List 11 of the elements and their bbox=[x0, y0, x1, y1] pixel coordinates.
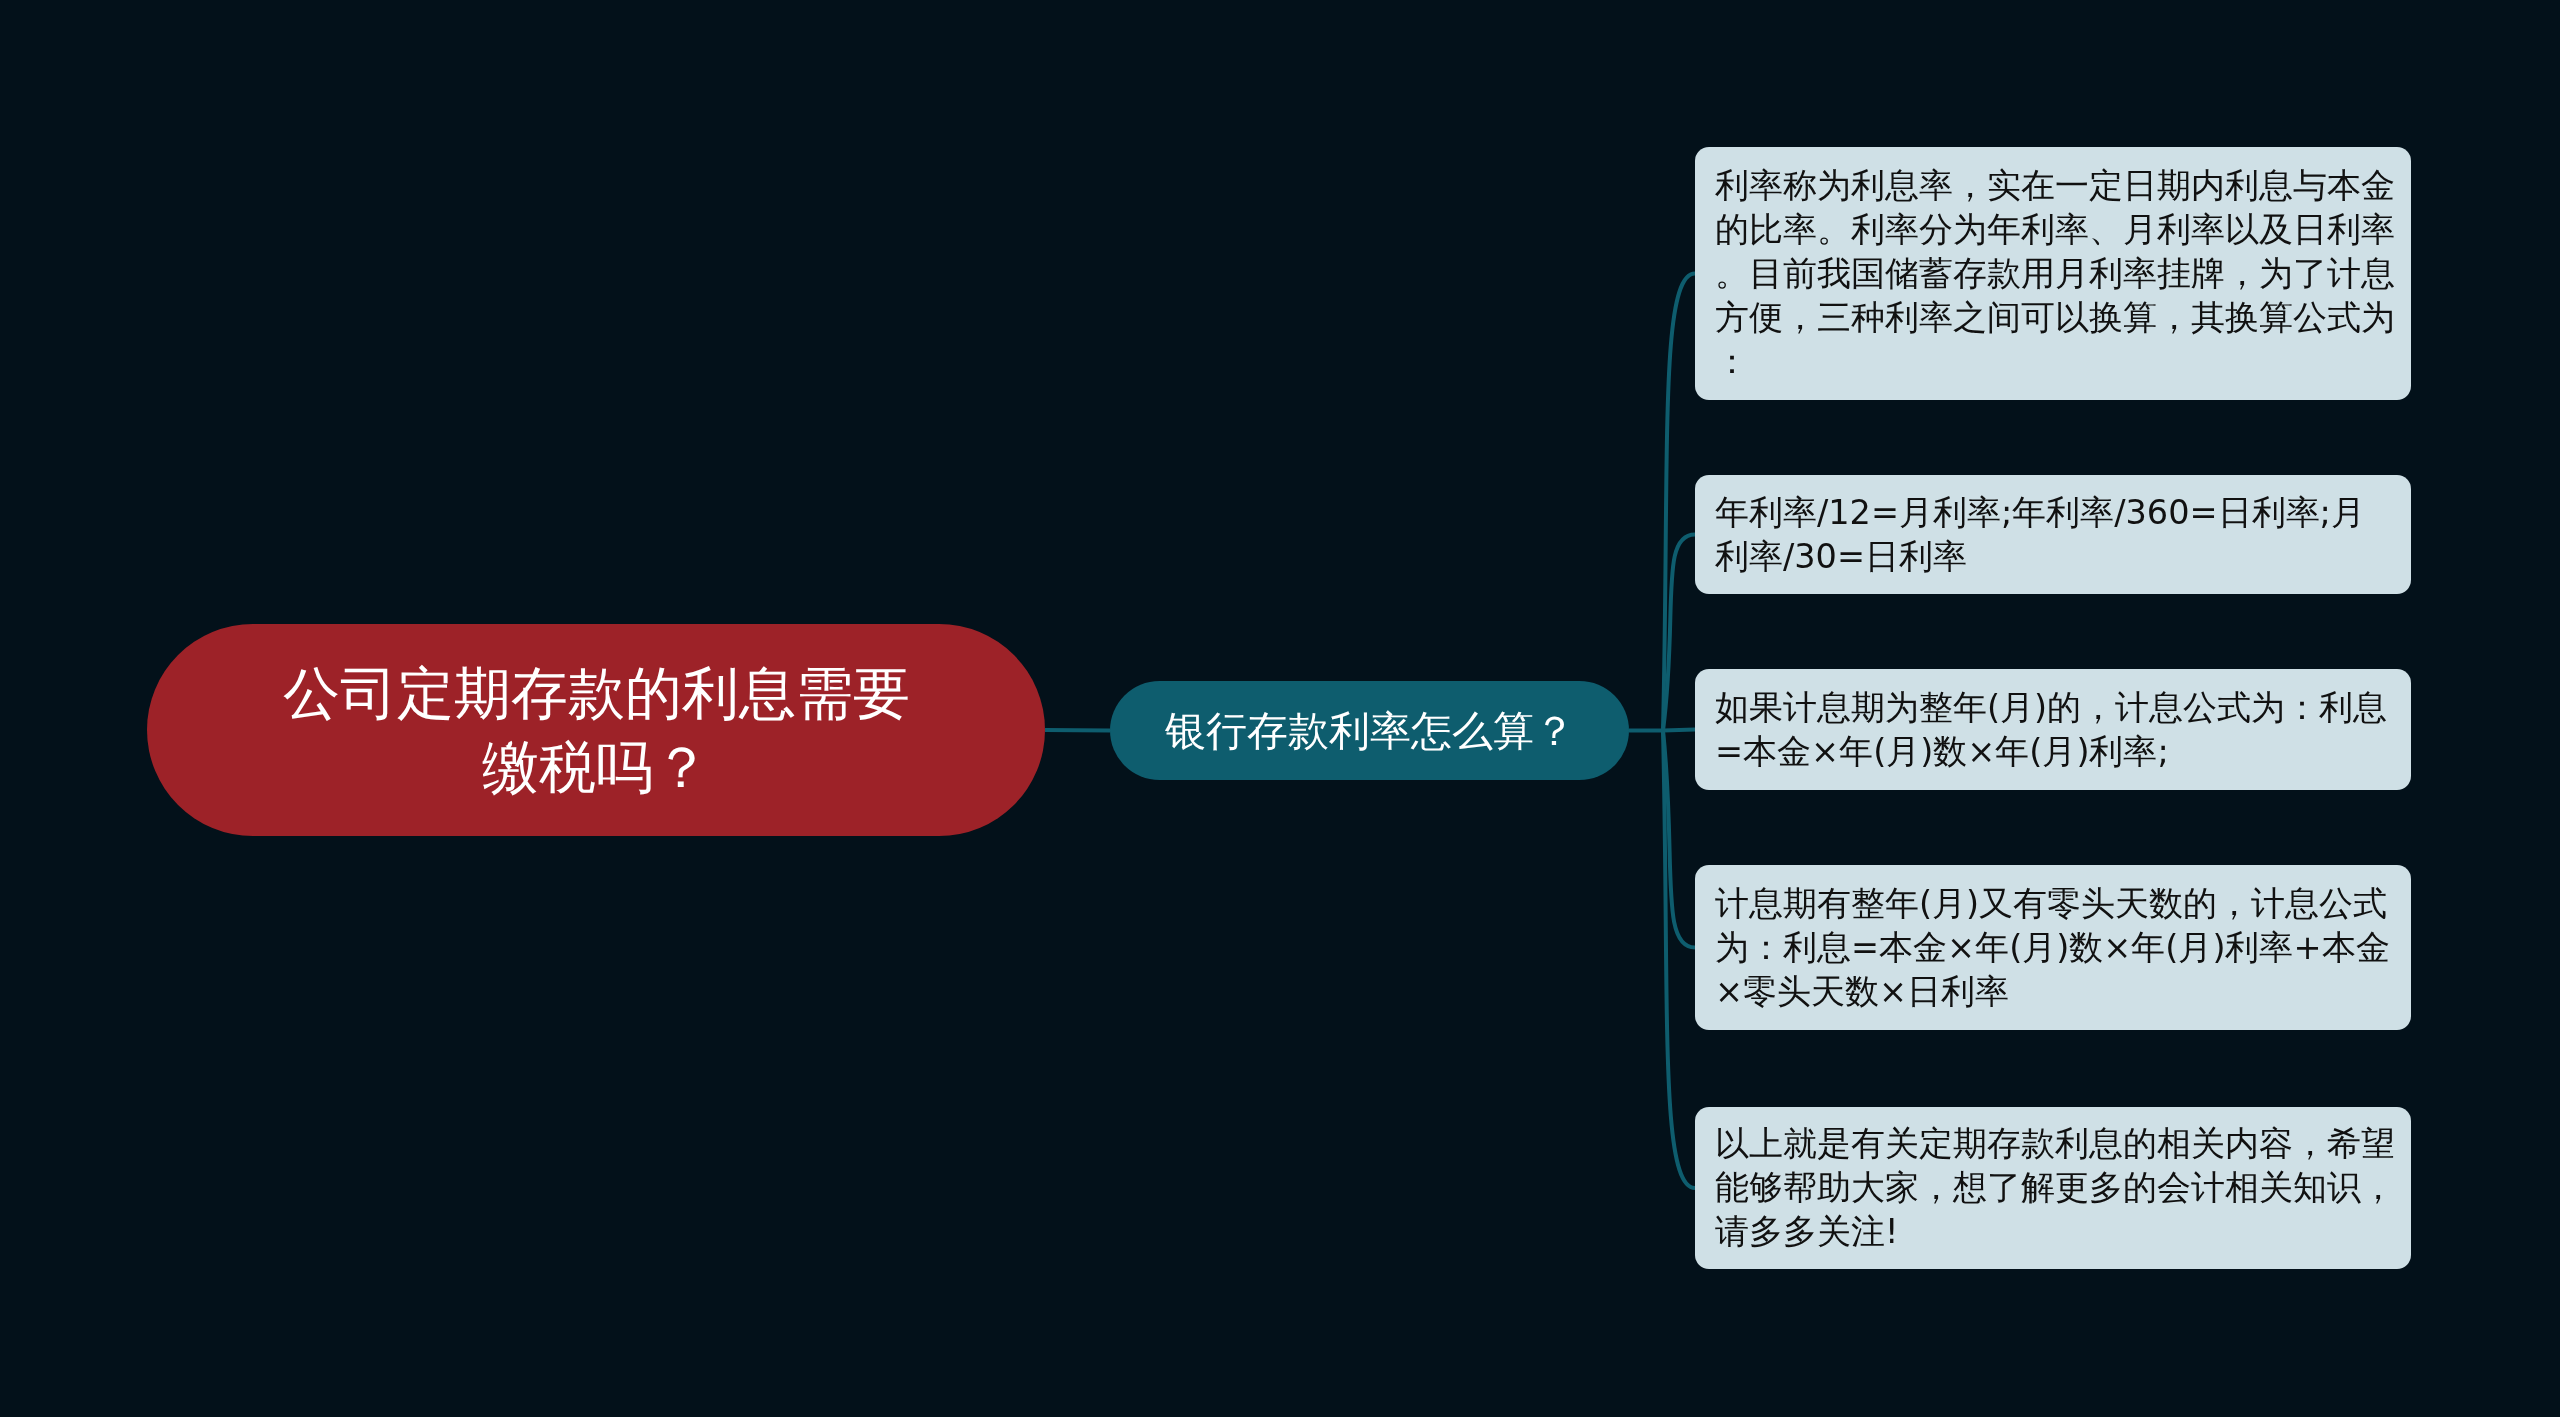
note-box: 如果计息期为整年(月)的，计息公式为：利息=本金×年(月)数×年(月)利率; bbox=[1695, 669, 2411, 790]
connector-line bbox=[1662, 727, 1696, 733]
note-box: 计息期有整年(月)又有零头天数的，计息公式为：利息=本金×年(月)数×年(月)利率+本金×零头天数×日利率 bbox=[1695, 865, 2411, 1030]
note-box: 利率称为利息率，实在一定日期内利息与本金的比率。利率分为年利率、月利率以及日利率。目前我国储蓄存款用月利率挂牌，为了计息方便，三种利率之间可以换算，其换算公式为： bbox=[1695, 147, 2411, 400]
connector-line bbox=[1045, 728, 1110, 733]
connector-line bbox=[1629, 728, 1663, 733]
root-topic-pill: 公司定期存款的利息需要缴税吗？ bbox=[147, 624, 1045, 836]
note-box: 以上就是有关定期存款利息的相关内容，希望能够帮助大家，想了解更多的会计相关知识，请多多关注! bbox=[1695, 1107, 2411, 1269]
connector-line bbox=[1661, 730, 1696, 1190]
note-box: 年利率/12=月利率;年利率/360=日利率;月利率/30=日利率 bbox=[1695, 475, 2411, 594]
branch-topic-pill: 银行存款利率怎么算？ bbox=[1110, 681, 1629, 780]
